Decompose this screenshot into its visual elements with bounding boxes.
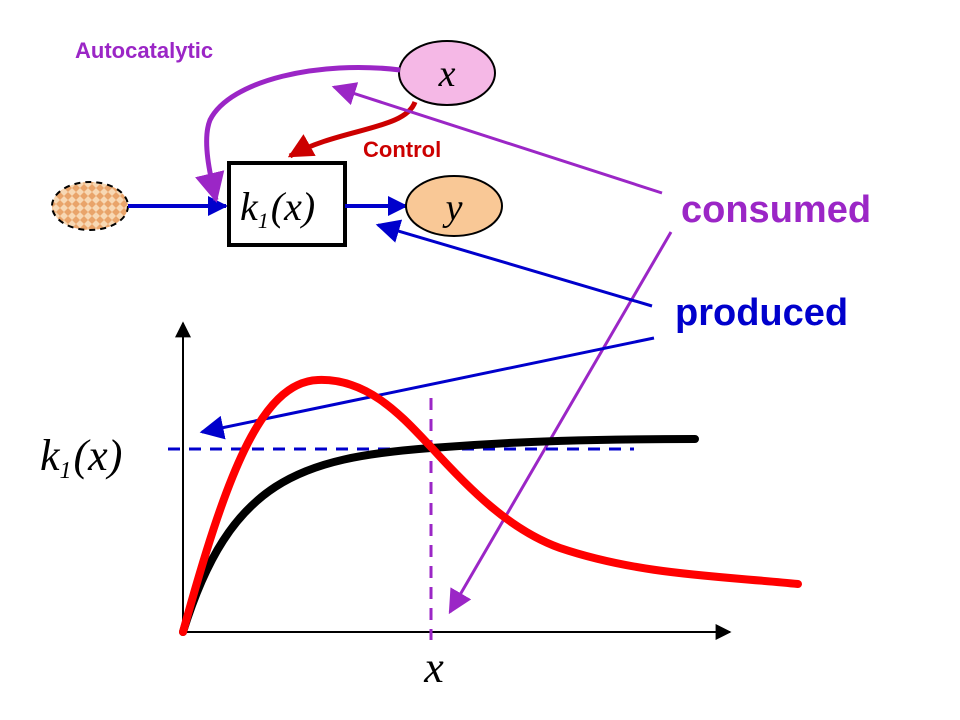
control-label: Control — [363, 137, 441, 162]
consumed-pointer-to-plot — [448, 231, 673, 615]
node-x-label: x — [438, 53, 456, 95]
autocatalytic-label: Autocatalytic — [75, 38, 213, 63]
axis-k: k — [40, 431, 61, 480]
consumed-pointer-to-x — [331, 82, 663, 195]
box-sub: 1 — [258, 208, 269, 233]
axis-arg: (x) — [74, 431, 123, 480]
node-y-label: y — [442, 187, 463, 229]
reaction-box-label: k1(x) — [240, 184, 315, 233]
hump-curve — [179, 375, 802, 636]
axis-sub: 1 — [60, 458, 72, 484]
produced-pointer-to-axis — [199, 336, 655, 440]
box-arg: (x) — [271, 184, 315, 229]
produced-pointer-to-box — [375, 219, 653, 308]
k1-axis-label: k1(x) — [40, 431, 122, 484]
source-node — [51, 181, 129, 231]
node-y — [405, 175, 503, 237]
node-x — [398, 40, 496, 106]
saturating-curve — [179, 435, 699, 636]
consumed-label: consumed — [681, 189, 871, 231]
x-axis-label: x — [423, 643, 444, 692]
autocatalytic-arrow — [195, 65, 401, 203]
box-k: k — [240, 184, 259, 229]
produced-label: produced — [675, 292, 848, 334]
